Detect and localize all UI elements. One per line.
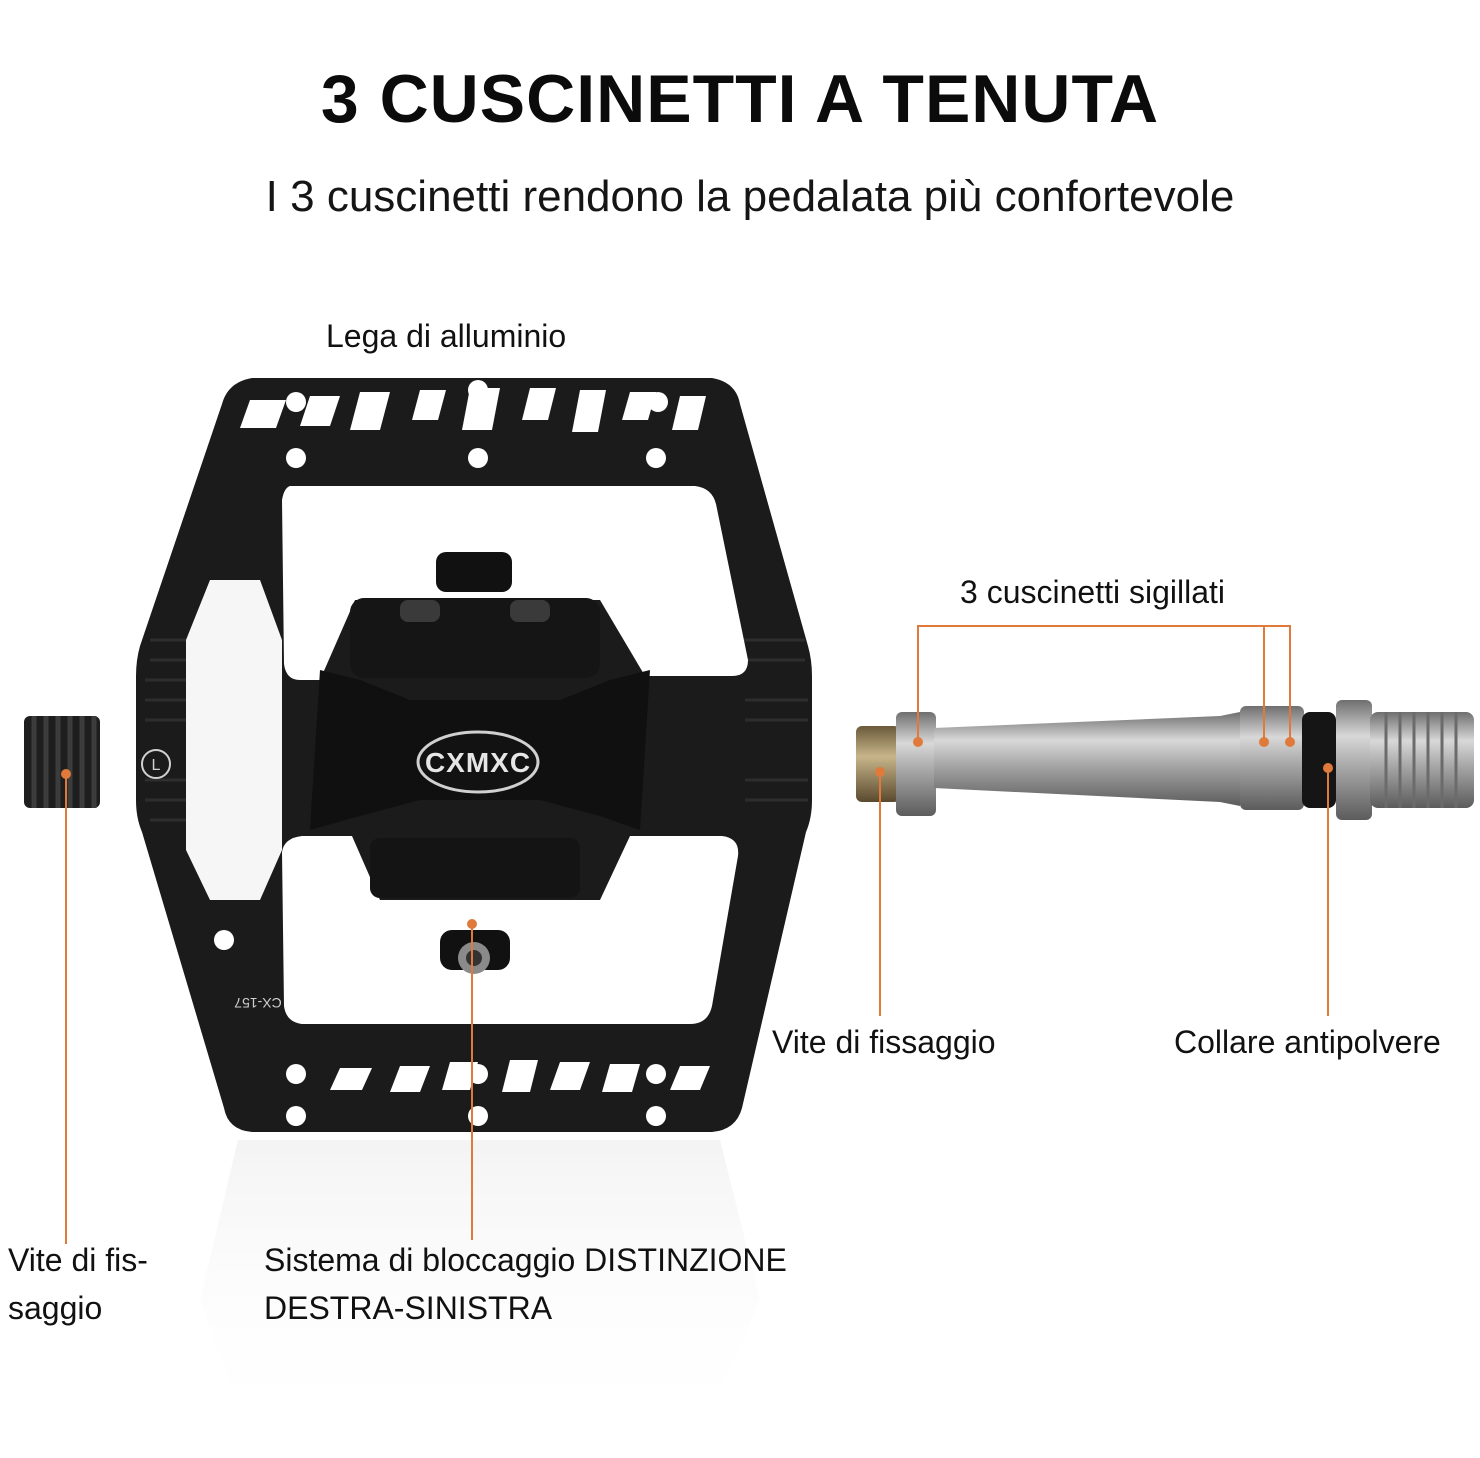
label-dust-collar: Collare antipolvere — [1174, 1024, 1441, 1060]
side-mark: L — [152, 757, 161, 774]
label-sealed-bearings: 3 cuscinetti sigillati — [960, 574, 1225, 610]
label-lock-system: Sistema di bloccaggio DISTINZIONE DESTRA… — [264, 1236, 787, 1332]
label-fixing-screw-left-line2: saggio — [8, 1290, 103, 1326]
model-text: CX-157 — [234, 995, 282, 1011]
threaded-bushing — [24, 716, 100, 808]
label-lock-system-line2: DESTRA-SINISTRA — [264, 1290, 553, 1326]
label-lock-system-line1: Sistema di bloccaggio DISTINZIONE — [264, 1242, 787, 1278]
logo-text: CXMXC — [425, 747, 531, 778]
pedal-reflection — [200, 1140, 760, 1440]
callout-lines — [65, 625, 1329, 1244]
label-aluminium-alloy: Lega di alluminio — [326, 318, 567, 354]
page-title: 3 CUSCINETTI A TENUTA — [320, 61, 1160, 137]
label-fixing-screw-left: Vite di fis- saggio — [8, 1236, 148, 1332]
callout-dots — [61, 737, 1333, 929]
pedal-axle — [856, 700, 1474, 820]
label-fixing-screw-left-line1: Vite di fis- — [8, 1242, 148, 1278]
pedal-body — [136, 378, 812, 1132]
label-fixing-screw-right: Vite di fissaggio — [772, 1024, 996, 1060]
page-subtitle: I 3 cuscinetti rendono la pedalata più c… — [265, 172, 1235, 221]
